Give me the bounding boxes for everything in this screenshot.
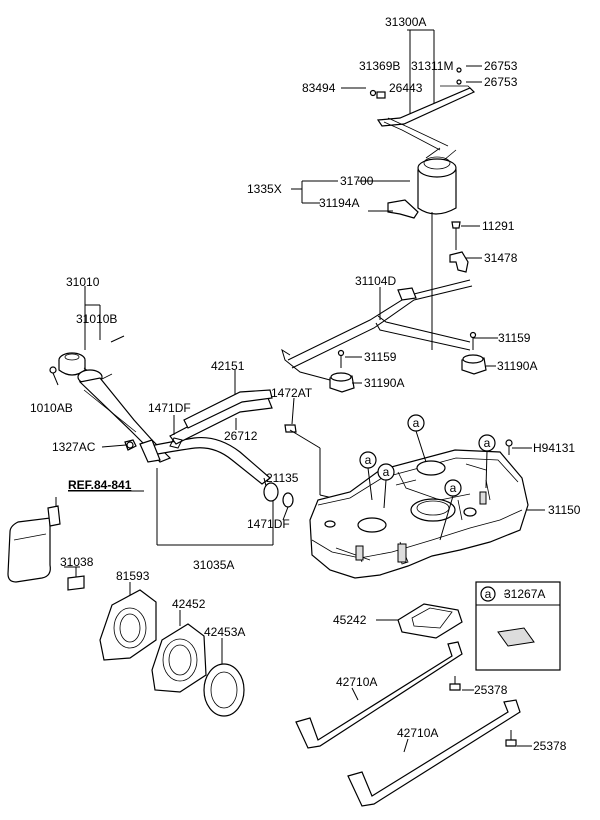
label-31104D: 31104D xyxy=(355,274,396,288)
label-1471DF-lower: 1471DF xyxy=(247,517,290,531)
label-1335X: 1335X xyxy=(247,182,282,196)
label-31194A: 31194A xyxy=(319,196,359,210)
label-26753-lower: 26753 xyxy=(484,75,518,89)
label-31010: 31010 xyxy=(66,275,100,289)
label-42151: 42151 xyxy=(211,359,245,373)
rollover-valve-right xyxy=(461,331,487,375)
screw-H94131 xyxy=(505,439,513,455)
label-21135: 21135 xyxy=(266,471,299,485)
label-31300A: 31300A xyxy=(385,15,426,29)
label-25378-upper: 25378 xyxy=(474,683,508,697)
callout-a: a xyxy=(484,436,491,450)
label-42710A-upper: 42710A xyxy=(336,675,377,689)
label-1471DF-upper: 1471DF xyxy=(148,401,191,415)
label-31190A-left: 31190A xyxy=(364,376,404,390)
fuel-filler-door xyxy=(7,497,85,591)
label-25378-lower: 25378 xyxy=(533,739,567,753)
label-42453A: 42453A xyxy=(204,625,245,639)
bracket-31478 xyxy=(449,251,469,273)
label-ref-84-841: REF.84-841 xyxy=(68,478,132,492)
label-1010AB: 1010AB xyxy=(30,401,73,415)
fuel-tank xyxy=(309,449,545,579)
label-31035A: 31035A xyxy=(193,558,234,572)
callout-a: a xyxy=(413,416,420,430)
label-26753-upper: 26753 xyxy=(484,59,518,73)
label-26712: 26712 xyxy=(224,429,258,443)
label-45242: 45242 xyxy=(333,613,367,627)
label-31267A: 31267A xyxy=(504,587,545,601)
label-11291: 11291 xyxy=(482,219,515,233)
label-31150: 31150 xyxy=(548,503,581,517)
bolt-11291 xyxy=(451,221,461,250)
tank-straps xyxy=(295,641,521,807)
label-31478: 31478 xyxy=(484,251,518,265)
protector-45242 xyxy=(376,603,463,639)
label-31311M: 31311M xyxy=(411,59,453,73)
label-26443: 26443 xyxy=(389,81,423,95)
label-42710A-lower: 42710A xyxy=(397,726,438,740)
callout-a: a xyxy=(383,465,390,479)
label-81593: 81593 xyxy=(116,569,150,583)
label-31010B: 31010B xyxy=(76,312,117,326)
part-labels: 31300A 31369B 31311M 26753 26753 83494 2… xyxy=(30,15,581,753)
filler-gaskets xyxy=(99,589,245,717)
legend-callout-a: a xyxy=(485,587,492,601)
label-42452: 42452 xyxy=(172,597,206,611)
callout-markers: a a a a a xyxy=(359,414,496,541)
label-H94131: H94131 xyxy=(533,441,575,455)
label-31369B: 31369B xyxy=(359,59,400,73)
label-31700: 31700 xyxy=(340,174,374,188)
callout-a: a xyxy=(450,481,457,495)
label-31159-right: 31159 xyxy=(498,331,531,345)
filter-assembly xyxy=(369,29,476,350)
label-31038: 31038 xyxy=(60,555,94,569)
filler-neck-assembly xyxy=(49,335,376,546)
label-31159-left: 31159 xyxy=(364,350,397,364)
rollover-valve-left xyxy=(329,349,355,393)
leader-lines xyxy=(84,65,532,753)
label-1327AC: 1327AC xyxy=(52,440,96,454)
label-83494: 83494 xyxy=(302,81,336,95)
callout-a: a xyxy=(365,453,372,467)
label-31190A-right: 31190A xyxy=(497,359,537,373)
label-1472AT: 1472AT xyxy=(271,386,313,400)
vapor-hoses xyxy=(281,279,473,381)
callout-legend-box: a xyxy=(475,581,561,671)
